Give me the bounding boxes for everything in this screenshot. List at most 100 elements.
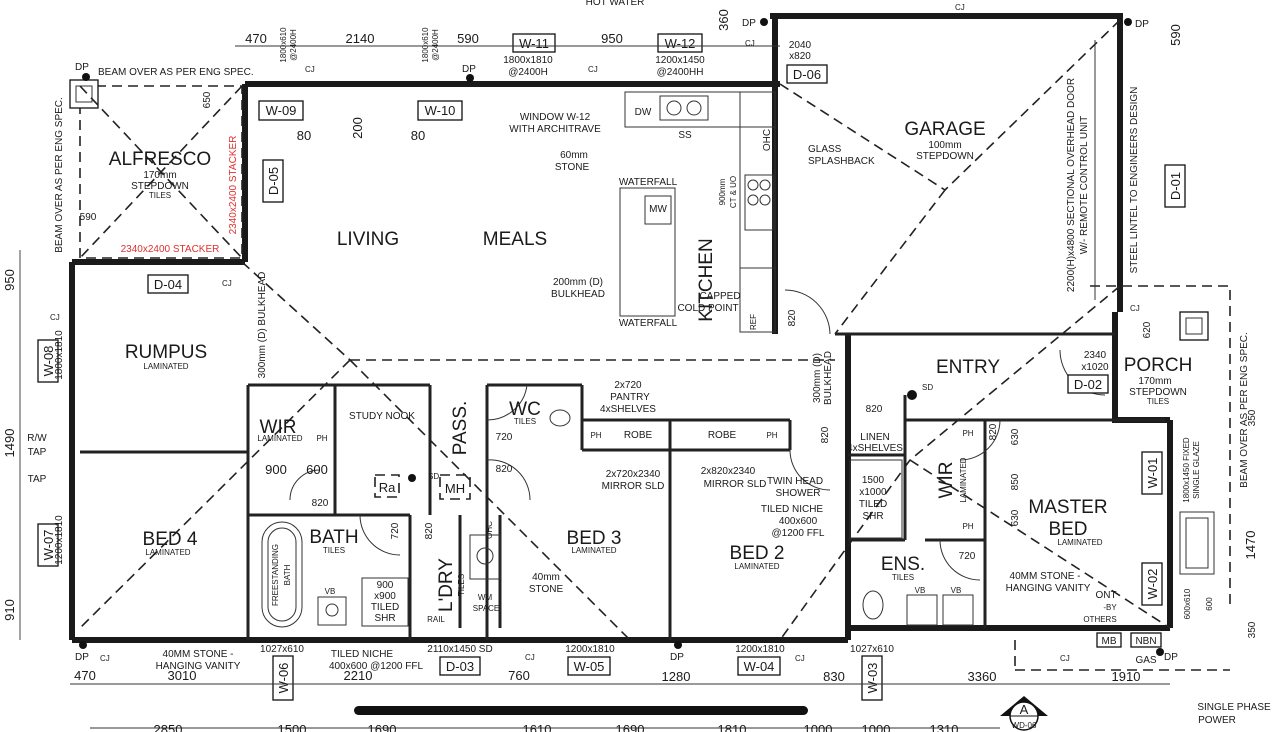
svg-text:900: 900 <box>377 580 394 591</box>
svg-text:820: 820 <box>787 309 798 326</box>
svg-text:820: 820 <box>496 464 513 475</box>
svg-text:PH: PH <box>590 431 601 440</box>
horizontal-scrollbar[interactable] <box>354 706 808 715</box>
svg-text:BATH: BATH <box>283 564 292 585</box>
svg-text:590: 590 <box>1168 24 1183 46</box>
svg-text:720: 720 <box>496 432 513 443</box>
svg-text:BULKHEAD: BULKHEAD <box>551 289 605 300</box>
svg-text:TAP: TAP <box>28 447 47 458</box>
svg-text:@1200 FFL: @1200 FFL <box>772 528 825 539</box>
svg-text:2210: 2210 <box>344 668 373 683</box>
svg-text:1470: 1470 <box>1243 531 1258 560</box>
svg-text:ONT: ONT <box>1095 590 1116 601</box>
svg-text:ROBE: ROBE <box>708 430 737 441</box>
svg-text:TILED: TILED <box>371 602 399 613</box>
alfresco-outline <box>69 79 243 259</box>
tag-w04: W-04 <box>744 659 775 674</box>
svg-text:WD-06: WD-06 <box>1012 721 1037 730</box>
svg-text:MB: MB <box>1102 636 1117 647</box>
room-kitchen: KITCHEN <box>696 238 717 321</box>
room-master-bed: MASTER <box>1028 497 1107 518</box>
tag-w06: W-06 <box>276 663 291 694</box>
downpipes <box>79 18 1164 656</box>
svg-text:MW: MW <box>649 204 667 215</box>
svg-text:TILED: TILED <box>859 499 887 510</box>
tag-w05: W-05 <box>574 659 605 674</box>
svg-text:350: 350 <box>1247 621 1258 638</box>
svg-text:SPACE: SPACE <box>473 604 500 613</box>
svg-text:HOT WATER: HOT WATER <box>586 0 645 8</box>
svg-text:200mm (D): 200mm (D) <box>553 277 603 288</box>
svg-text:2340: 2340 <box>1084 350 1107 361</box>
opening-tags: W-09 W-10 W-11 W-12 D-05 D-06 D-01 D-04 … <box>37 33 1186 701</box>
tag-d03: D-03 <box>446 659 474 674</box>
interior-walls <box>80 332 1165 640</box>
svg-text:2x720x2340: 2x720x2340 <box>606 469 661 480</box>
tag-d05: D-05 <box>266 167 281 195</box>
svg-text:HANGING VANITY: HANGING VANITY <box>156 661 241 672</box>
tag-w01: W-01 <box>1145 458 1160 489</box>
svg-text:@2400H: @2400H <box>508 67 548 78</box>
section-marker-icon: A WD-06 <box>1000 696 1048 731</box>
room-living: LIVING <box>337 229 399 250</box>
svg-text:PH: PH <box>766 431 777 440</box>
svg-text:1200x1810: 1200x1810 <box>735 644 785 655</box>
exterior-walls <box>69 13 1173 643</box>
room-bath: BATH <box>309 527 358 548</box>
svg-text:CJ: CJ <box>525 653 535 662</box>
svg-text:STONE: STONE <box>555 162 590 173</box>
svg-text:TILES: TILES <box>323 546 345 555</box>
room-rumpus: RUMPUS <box>125 342 207 363</box>
svg-text:DP: DP <box>75 62 89 73</box>
tag-d01: D-01 <box>1168 172 1183 200</box>
svg-text:BEAM OVER AS PER ENG SPEC.: BEAM OVER AS PER ENG SPEC. <box>1239 332 1250 488</box>
svg-text:WATERFALL: WATERFALL <box>619 318 678 329</box>
svg-text:LAMINATED: LAMINATED <box>959 457 968 502</box>
room-laundry: L'DRY <box>436 558 457 612</box>
svg-text:TILES: TILES <box>457 574 466 596</box>
svg-text:900: 900 <box>265 462 287 477</box>
svg-text:1800x610: 1800x610 <box>421 27 430 63</box>
svg-text:COLD POINT: COLD POINT <box>677 303 738 314</box>
room-wir-1: WIR <box>260 417 297 438</box>
svg-text:CJ: CJ <box>50 313 60 322</box>
svg-text:950: 950 <box>601 31 623 46</box>
svg-text:1690: 1690 <box>368 722 397 732</box>
svg-text:LINEN: LINEN <box>860 432 889 443</box>
room-bed4: BED 4 <box>143 529 198 550</box>
svg-text:2340x2400 STACKER: 2340x2400 STACKER <box>121 244 220 255</box>
svg-text:TAP: TAP <box>28 474 47 485</box>
svg-text:820: 820 <box>866 404 883 415</box>
svg-text:DP: DP <box>75 652 89 663</box>
door-swings <box>289 289 1106 581</box>
svg-text:2x720: 2x720 <box>614 380 642 391</box>
svg-text:ROBE: ROBE <box>624 430 653 441</box>
svg-text:2040: 2040 <box>789 40 812 51</box>
svg-text:SS: SS <box>678 130 692 141</box>
svg-text:1690: 1690 <box>616 722 645 732</box>
room-alfresco: ALFRESCO <box>109 149 211 170</box>
svg-text:WINDOW W-12: WINDOW W-12 <box>520 112 591 123</box>
svg-text:850: 850 <box>1010 473 1021 490</box>
svg-text:STEEL LINTEL TO ENGINEERS DESI: STEEL LINTEL TO ENGINEERS DESIGN <box>1129 87 1140 274</box>
svg-text:400x600 @1200 FFL: 400x600 @1200 FFL <box>329 661 424 672</box>
svg-text:1910: 1910 <box>1112 669 1141 684</box>
svg-text:x1000: x1000 <box>859 487 887 498</box>
svg-text:DP: DP <box>742 18 756 29</box>
svg-text:OHC: OHC <box>762 129 773 151</box>
svg-text:650: 650 <box>202 91 213 108</box>
svg-text:470: 470 <box>245 31 267 46</box>
svg-text:MH: MH <box>445 481 465 496</box>
svg-text:1800x1450 FIXED: 1800x1450 FIXED <box>1182 437 1191 503</box>
kitchen-fixtures <box>619 91 776 333</box>
tag-w03: W-03 <box>865 663 880 694</box>
svg-text:x1020: x1020 <box>1081 362 1109 373</box>
svg-text:300mm (D) BULKHEAD: 300mm (D) BULKHEAD <box>257 272 268 379</box>
svg-text:VB: VB <box>325 587 336 596</box>
svg-text:@2400H: @2400H <box>431 29 440 61</box>
tag-w07: W-07 <box>41 530 56 561</box>
svg-text:MIRROR SLD: MIRROR SLD <box>602 481 665 492</box>
svg-text:SINGLE GLAZE: SINGLE GLAZE <box>1192 441 1201 499</box>
svg-text:SD: SD <box>922 383 933 392</box>
